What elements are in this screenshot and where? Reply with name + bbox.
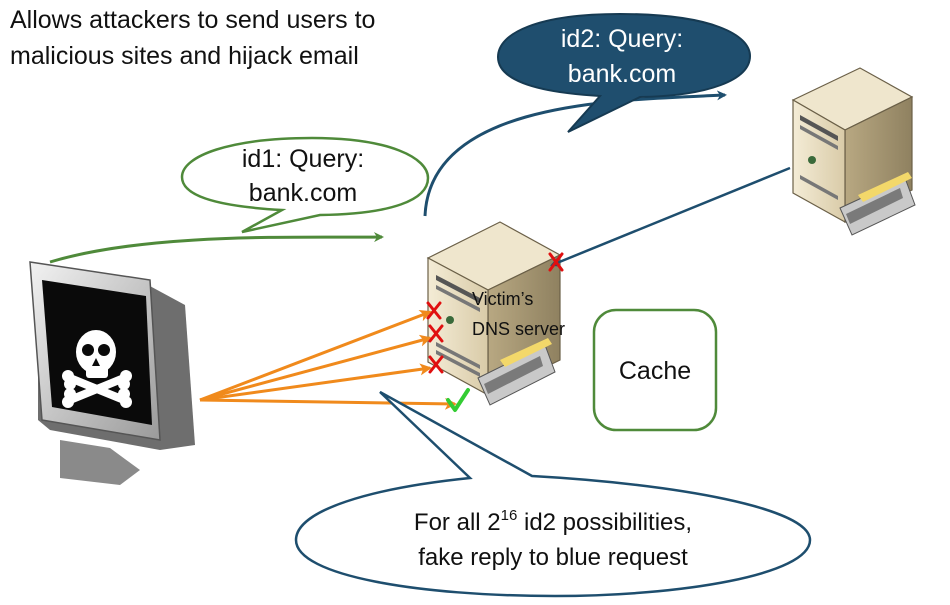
spoofed-replies — [199, 309, 457, 410]
speech-bubble-id2: id2: Query: bank.com — [496, 12, 752, 133]
green-check-mark-icon — [446, 388, 470, 412]
bottom-bubble-line-2: fake reply to blue request — [418, 544, 688, 571]
attacker-monitor — [29, 261, 195, 485]
headline-line-2: malicious sites and hijack email — [10, 42, 359, 70]
bottom-bubble-line-1: For all 216 id2 possibilities, — [414, 507, 692, 536]
bubble-id2-line-2: bank.com — [568, 60, 676, 88]
authoritative-server — [791, 67, 916, 236]
bubble-id1-line-1: id1: Query: — [242, 145, 364, 173]
victim-dns-server — [426, 221, 562, 406]
speech-bubble-id1: id1: Query: bank.com — [180, 136, 430, 234]
bubble-id2-line-1: id2: Query: — [561, 25, 683, 53]
red-cross-mark-icon — [426, 252, 564, 374]
cache-box: Cache — [592, 308, 718, 432]
victim-label-line-1: Victim’s — [472, 289, 533, 309]
victim-label-line-2: DNS server — [472, 319, 565, 339]
speech-bubble-bottom: For all 216 id2 possibilities, fake repl… — [294, 390, 812, 598]
bottom-bubble-suffix: id2 possibilities, — [517, 509, 692, 536]
headline-line-1: Allows attackers to send users to — [10, 6, 375, 34]
bottom-bubble-exponent: 16 — [501, 507, 518, 524]
bottom-bubble-prefix: For all 2 — [414, 509, 501, 536]
skull-and-crossbones-icon — [62, 330, 132, 408]
response-arrow — [550, 166, 791, 267]
bubble-id1-line-2: bank.com — [249, 179, 357, 207]
cache-label: Cache — [619, 357, 691, 385]
query-arrow-id1 — [49, 232, 384, 264]
query-arrow-id2 — [423, 90, 727, 217]
